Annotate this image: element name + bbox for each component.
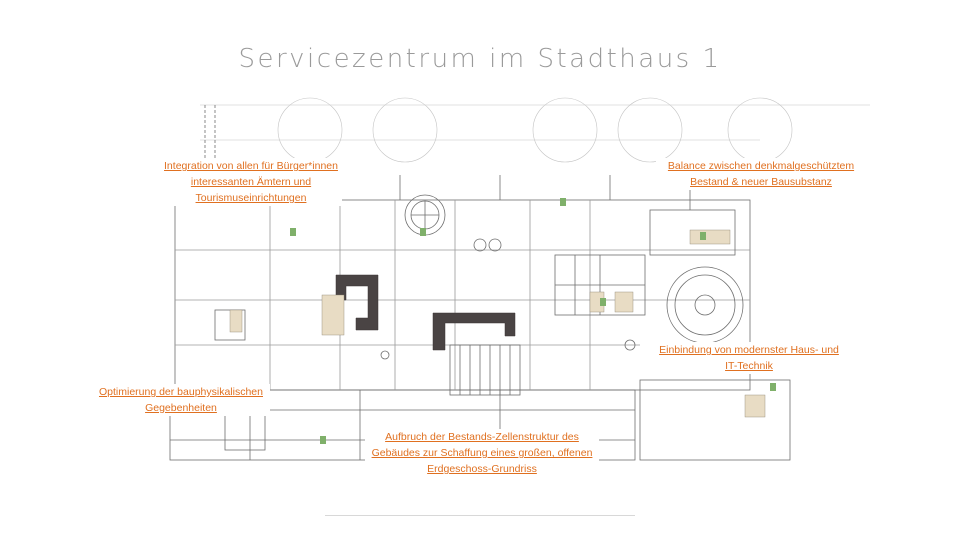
slide-title: Servicezentrum im Stadthaus 1 <box>238 44 722 74</box>
callout-technik: Einbindung von modernster Haus- und IT-T… <box>652 342 846 374</box>
callout-aufbruch: Aufbruch der Bestands-Zellenstruktur des… <box>365 429 599 477</box>
callout-balance: Balance zwischen denkmalgeschütztem Best… <box>656 158 866 190</box>
callout-integration: Integration von allen für Bürger*innen i… <box>160 158 342 206</box>
callout-optimierung: Optimierung der bauphysikalischen Gegebe… <box>92 384 270 416</box>
bottom-divider <box>325 515 635 516</box>
